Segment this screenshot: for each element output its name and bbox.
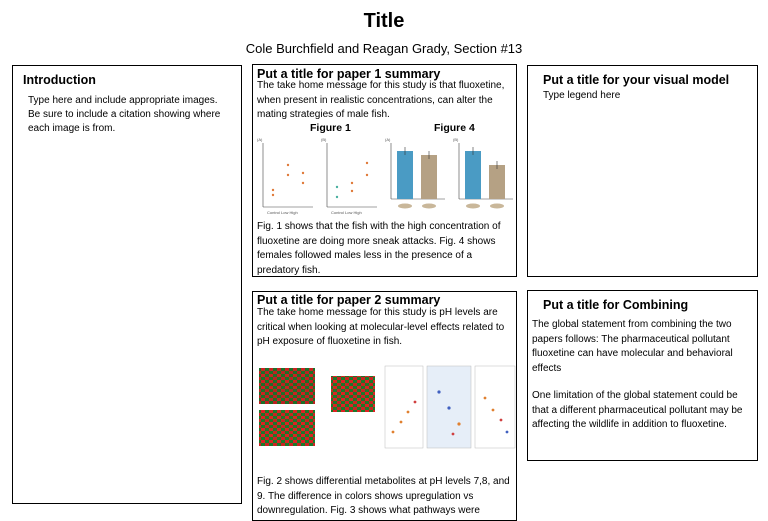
visual-model-heading: Put a title for your visual model bbox=[543, 73, 730, 87]
poster-title: Title bbox=[363, 10, 405, 32]
introduction-heading: Introduction bbox=[23, 73, 96, 87]
svg-text:(A): (A) bbox=[385, 137, 391, 142]
paper1-heading: Put a title for paper 1 summary bbox=[257, 67, 441, 81]
visual-model-panel: Put a title for your visual model Type l… bbox=[527, 65, 758, 277]
poster-authors: Cole Burchfield and Reagan Grady, Sectio… bbox=[245, 41, 523, 56]
paper2-caption: Fig. 2 shows differential metabolites at… bbox=[257, 476, 510, 516]
visual-model-legend: Type legend here bbox=[543, 90, 621, 101]
svg-text:Control Low High: Control Low High bbox=[331, 210, 362, 215]
svg-text:Control Low High: Control Low High bbox=[267, 210, 298, 215]
combining-heading: Put a title for Combining bbox=[543, 298, 689, 312]
introduction-panel: Introduction Type here and include appro… bbox=[12, 65, 242, 504]
paper2-body: The take home message for this study is … bbox=[257, 307, 505, 347]
combining-panel: Put a title for Combining The global sta… bbox=[527, 290, 758, 461]
figure4-plot: (A) (B) bbox=[385, 137, 513, 209]
paper1-caption: Fig. 1 shows that the fish with the high… bbox=[257, 221, 501, 276]
paper1-panel: Put a title for paper 1 summary The take… bbox=[252, 64, 517, 277]
paper1-body: The take home message for this study is … bbox=[257, 80, 505, 120]
svg-text:(B): (B) bbox=[321, 137, 327, 142]
introduction-body: Type here and include appropriate images… bbox=[28, 95, 221, 134]
figure1-label: Figure 1 bbox=[310, 122, 351, 134]
combining-statement: The global statement from combining the … bbox=[532, 319, 733, 374]
svg-text:(A): (A) bbox=[257, 137, 263, 142]
paper2-figures bbox=[259, 365, 516, 449]
paper2-panel: Put a title for paper 2 summary The take… bbox=[252, 291, 517, 521]
figure1-plot: (A) Control Low High (B) Control Low Hig… bbox=[257, 137, 377, 215]
figure4-label: Figure 4 bbox=[434, 122, 475, 134]
combining-limitation: One limitation of the global statement c… bbox=[532, 390, 743, 430]
paper2-heading: Put a title for paper 2 summary bbox=[257, 293, 441, 307]
svg-text:(B): (B) bbox=[453, 137, 459, 142]
